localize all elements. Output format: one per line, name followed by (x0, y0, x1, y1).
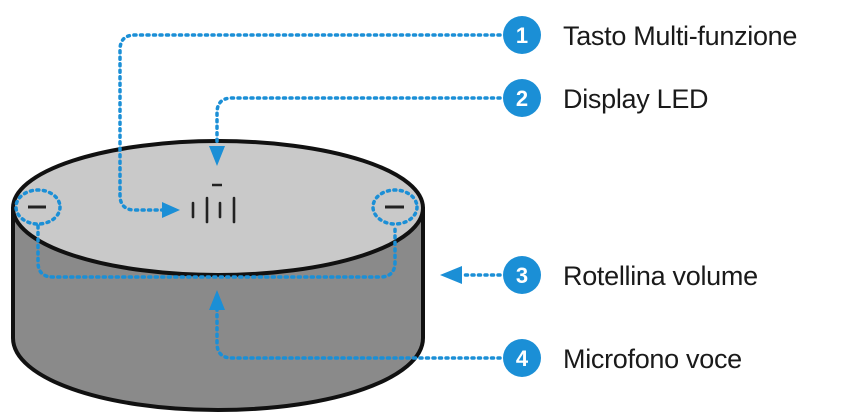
leader-line-4 (215, 308, 502, 360)
callout-3: 3 Rotellina volume (503, 256, 758, 294)
number-badge-icon (503, 339, 541, 377)
volume-minus-highlight (14, 188, 62, 226)
multifunction-button-icon (191, 196, 236, 224)
arrowhead-4 (209, 290, 225, 310)
leader-line-2 (215, 96, 502, 147)
callout-label: Display LED (563, 84, 708, 114)
arrowhead-3 (440, 266, 462, 284)
callout-label: Rotellina volume (563, 261, 758, 291)
callout-number: 3 (516, 263, 528, 288)
speaker-device (11, 139, 425, 412)
arrowhead-2 (209, 146, 225, 166)
callout-number: 1 (516, 23, 528, 48)
volume-connector-line (36, 224, 397, 279)
number-badge-icon (503, 79, 541, 117)
callout-number: 4 (516, 346, 529, 371)
callout-label: Tasto Multi-funzione (563, 21, 797, 51)
volume-plus-highlight (371, 188, 419, 226)
callout-4: 4 Microfono voce (503, 339, 742, 377)
leader-line-1 (118, 33, 502, 212)
callout-number: 2 (516, 86, 528, 111)
number-badge-icon (503, 256, 541, 294)
callout-label: Microfono voce (563, 344, 742, 374)
callout-2: 2 Display LED (503, 79, 709, 117)
callout-1: 1 Tasto Multi-funzione (503, 16, 797, 54)
number-badge-icon (503, 16, 541, 54)
arrowhead-1 (162, 202, 180, 218)
